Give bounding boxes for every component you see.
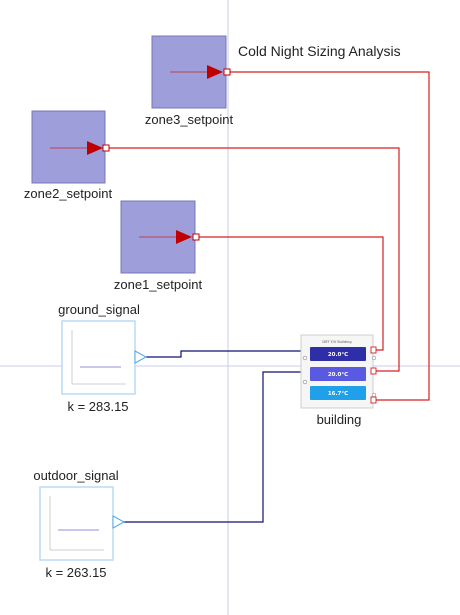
output-arrow-icon	[176, 230, 192, 244]
ground-signal-block[interactable]: ground_signal k = 283.15	[58, 302, 148, 414]
building-label: building	[317, 412, 362, 427]
zone1-setpoint-block[interactable]: zone1_setpoint	[114, 200, 203, 292]
constant-plot-icon	[71, 330, 126, 385]
building-block[interactable]: DRT Y/V Building 20.0°C 20.0°C 16.7°C bu…	[300, 334, 377, 427]
ground-signal-label: ground_signal	[58, 302, 140, 317]
zone-display-3	[310, 386, 366, 400]
output-port[interactable]	[134, 350, 148, 364]
side-port[interactable]	[371, 355, 377, 361]
wire-zone2-to-building[interactable]	[106, 147, 400, 372]
ground-signal-param: k = 283.15	[67, 399, 128, 414]
zone2-setpoint-label: zone2_setpoint	[24, 186, 113, 201]
zone-display-3-value: 16.7°C	[328, 391, 348, 397]
zone3-setpoint-label: zone3_setpoint	[145, 112, 234, 127]
outdoor-signal-param: k = 263.15	[45, 565, 106, 580]
output-port[interactable]	[112, 515, 126, 529]
outdoor-signal-label: outdoor_signal	[33, 468, 118, 483]
diagram-title: Cold Night Sizing Analysis	[238, 43, 401, 59]
output-port[interactable]	[102, 144, 110, 152]
output-port[interactable]	[192, 233, 200, 241]
side-port[interactable]	[302, 355, 308, 361]
side-port[interactable]	[302, 379, 308, 385]
side-port[interactable]	[371, 392, 377, 398]
output-port[interactable]	[223, 68, 231, 76]
constant-plot-icon	[49, 496, 104, 551]
output-arrow-icon	[87, 141, 103, 155]
wire-ground-to-building[interactable]	[146, 350, 301, 358]
zone3-setpoint-port[interactable]	[370, 396, 377, 404]
output-arrow-icon	[207, 65, 223, 79]
zone1-setpoint-label: zone1_setpoint	[114, 277, 203, 292]
outdoor-signal-block[interactable]: outdoor_signal k = 263.15	[33, 468, 126, 580]
wire-outdoor-to-building[interactable]	[121, 371, 301, 523]
zone2-setpoint-block[interactable]: zone2_setpoint	[24, 110, 113, 201]
wire-zone1-to-building[interactable]	[198, 236, 384, 351]
zone-display-1	[310, 347, 366, 361]
building-header: DRT Y/V Building	[322, 340, 351, 344]
zone1-setpoint-port[interactable]	[370, 346, 377, 354]
zone2-setpoint-port[interactable]	[370, 367, 377, 375]
zone3-setpoint-block[interactable]: zone3_setpoint	[145, 35, 234, 127]
zone-display-1-value: 20.0°C	[328, 352, 348, 358]
wire-zone3-to-building[interactable]	[229, 71, 430, 401]
zone-display-2-value: 20.0°C	[328, 372, 348, 378]
wires	[106, 71, 430, 523]
zone-display-2	[310, 367, 366, 381]
